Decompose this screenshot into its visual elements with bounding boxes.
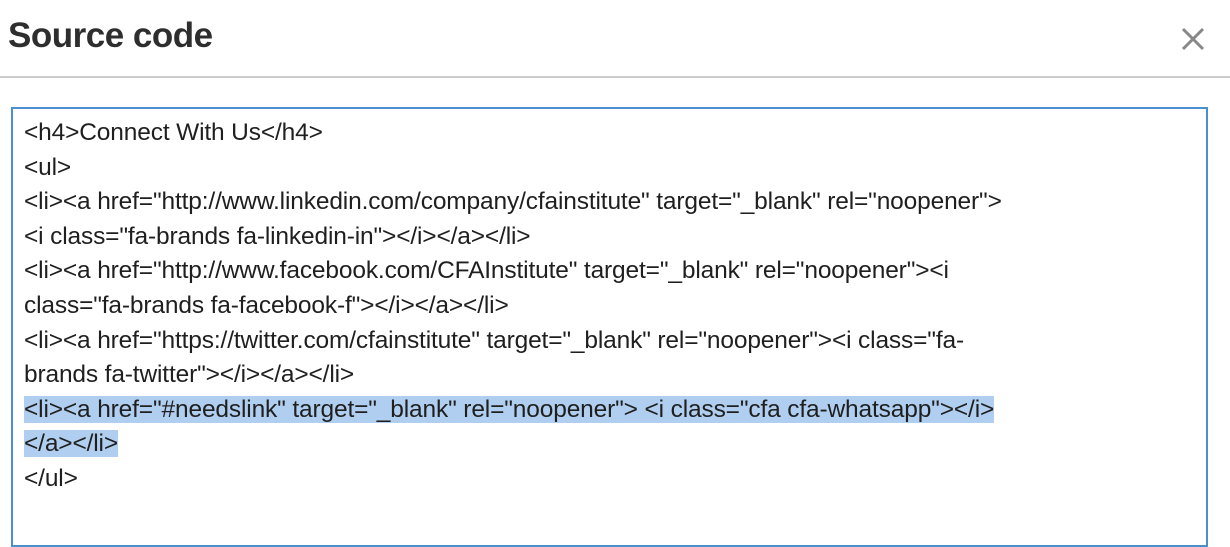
code-line-text: </ul>: [24, 464, 78, 492]
code-line[interactable]: </ul>: [24, 462, 1196, 497]
code-line[interactable]: <ul>: [24, 151, 1196, 186]
close-button[interactable]: [1172, 18, 1214, 60]
code-line-text: <i class="fa-brands fa-linkedin-in"></i>…: [24, 222, 531, 250]
code-line[interactable]: <li><a href="https://twitter.com/cfainst…: [24, 324, 1196, 359]
code-line-list[interactable]: <h4>Connect With Us</h4> <ul> <li><a href=…: [24, 116, 1196, 497]
code-line[interactable]: <h4>Connect With Us</h4>: [24, 116, 1196, 151]
code-line-text: <li><a href="http://www.facebook.com/CFA…: [24, 257, 949, 285]
code-line-text: <li><a href="http://www.linkedin.com/com…: [24, 188, 1002, 216]
code-line-text: <li><a href="https://twitter.com/cfainst…: [24, 326, 964, 354]
code-line[interactable]: </a></li>: [24, 427, 1196, 462]
code-line-selected-text: </a></li>: [24, 430, 119, 458]
code-line[interactable]: brands fa-twitter"></i></a></li>: [24, 358, 1196, 393]
close-icon: [1178, 24, 1208, 54]
modal-body: <h4>Connect With Us</h4> <ul> <li><a href=…: [0, 78, 1230, 547]
code-line-text: <h4>Connect With Us</h4>: [24, 119, 323, 146]
code-line[interactable]: <i class="fa-brands fa-linkedin-in"></i>…: [24, 220, 1196, 255]
modal-header: Source code: [0, 0, 1230, 78]
page-title: Source code: [8, 16, 213, 55]
code-line[interactable]: class="fa-brands fa-facebook-f"></i></a>…: [24, 289, 1196, 324]
code-line[interactable]: <li><a href="http://www.facebook.com/CFA…: [24, 254, 1196, 289]
code-line-text: brands fa-twitter"></i></a></li>: [24, 361, 355, 389]
source-code-textarea[interactable]: <h4>Connect With Us</h4> <ul> <li><a href=…: [11, 107, 1208, 547]
code-line[interactable]: <li><a href="#needslink" target="_blank"…: [24, 393, 1196, 428]
code-line-text: class="fa-brands fa-facebook-f"></i></a>…: [24, 291, 509, 319]
code-line-selected-text: <li><a href="#needslink" target="_blank"…: [24, 395, 995, 423]
code-line[interactable]: <li><a href="http://www.linkedin.com/com…: [24, 185, 1196, 220]
code-line-text: <ul>: [24, 153, 72, 181]
